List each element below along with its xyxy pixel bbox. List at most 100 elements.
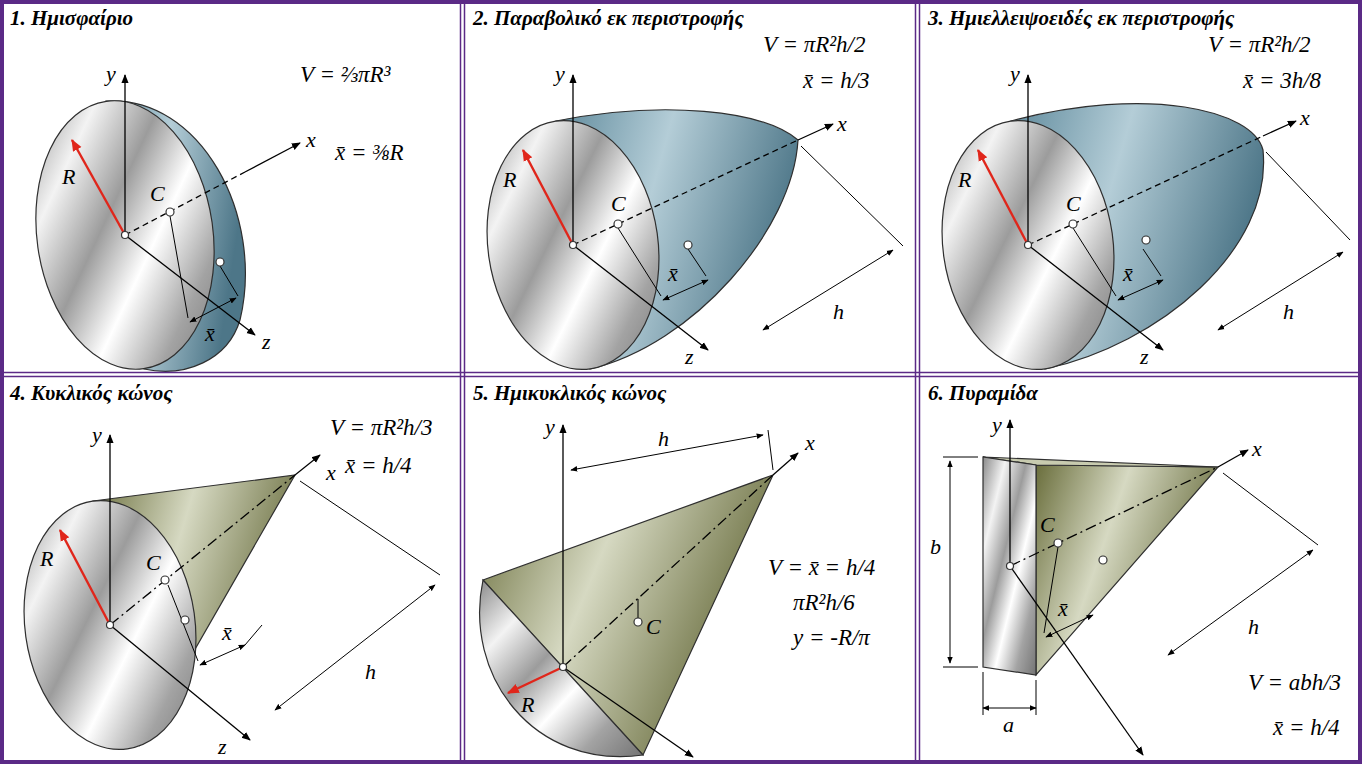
formula: V = πR²h/2 bbox=[1208, 32, 1311, 58]
dimension-label: h bbox=[833, 300, 844, 323]
axis-line bbox=[1009, 420, 1010, 566]
dimension-label: x̄ bbox=[222, 621, 232, 644]
axis-label: y bbox=[106, 62, 116, 85]
formula: V = x̄ = h/4 bbox=[768, 555, 875, 581]
radius-arrow bbox=[523, 150, 573, 245]
point-label: C bbox=[646, 615, 661, 638]
dimension-label: x̄ bbox=[668, 262, 678, 285]
extension-line bbox=[801, 146, 903, 246]
extension-line bbox=[1044, 547, 1058, 633]
centroid-point bbox=[166, 208, 174, 216]
dimension-line bbox=[1118, 280, 1163, 300]
extension-line bbox=[983, 672, 984, 715]
surface-point bbox=[684, 241, 692, 249]
formula: x̄ = 3h/8 bbox=[1243, 68, 1321, 94]
extension-line bbox=[300, 481, 440, 575]
cone-figure bbox=[8, 435, 440, 761]
axis-line bbox=[1263, 121, 1296, 136]
panel: 6. ΠυραμίδαV = abh/3x̄ = h/4 bbox=[918, 375, 1362, 764]
axis-line bbox=[773, 453, 798, 475]
pyramid-figure bbox=[943, 420, 1318, 755]
surface-point bbox=[216, 258, 224, 266]
extension-line bbox=[168, 585, 198, 661]
axis-label: y bbox=[555, 62, 565, 85]
extension-line bbox=[245, 625, 262, 645]
extension-line bbox=[1266, 152, 1350, 240]
axis-label: z bbox=[1140, 345, 1149, 368]
axis-line bbox=[1028, 136, 1263, 245]
formula: V = ⅔πR³ bbox=[300, 62, 390, 88]
panel-divider bbox=[919, 0, 921, 764]
axis-line bbox=[245, 143, 300, 172]
dimension-line bbox=[763, 250, 893, 330]
radius-arrow bbox=[60, 530, 110, 625]
panel-title: 4. Κυκλικός κώνος bbox=[10, 381, 173, 405]
dimension-label: h bbox=[365, 660, 376, 683]
formula: x̄ = ⅜R bbox=[335, 140, 404, 166]
panel: 3. Ημιελλειψοειδές εκ περιστροφήςV = πR²… bbox=[918, 0, 1362, 372]
extension-line bbox=[1223, 473, 1318, 545]
dimension-line bbox=[950, 461, 951, 663]
axis-label: z bbox=[218, 735, 227, 758]
centroid-point bbox=[614, 220, 622, 228]
panel-title: 1. Ημισφαίριο bbox=[10, 6, 133, 30]
dimension-label: a bbox=[1003, 713, 1014, 736]
axis-line bbox=[125, 172, 245, 235]
extension-line bbox=[688, 249, 706, 276]
base-face bbox=[480, 580, 643, 757]
panel-title: 2. Παραβολικό εκ περιστροφής bbox=[473, 6, 744, 30]
centroid-point bbox=[634, 618, 642, 626]
panel-divider bbox=[0, 372, 1362, 374]
point-label: C bbox=[611, 192, 626, 215]
origin-point bbox=[122, 232, 129, 239]
centroid-point bbox=[1054, 539, 1062, 547]
dimension-label: R bbox=[521, 693, 534, 716]
hemisphere-figure bbox=[19, 75, 300, 381]
radius-arrow bbox=[72, 140, 125, 235]
dimension-label: b bbox=[930, 535, 941, 558]
panel-divider bbox=[464, 0, 466, 764]
axis-line bbox=[1218, 450, 1248, 467]
dimension-label: h bbox=[1248, 615, 1259, 638]
axis-line bbox=[1010, 566, 1143, 755]
dimension-line bbox=[190, 298, 236, 322]
axis-line bbox=[572, 75, 573, 245]
axis-line bbox=[1027, 75, 1028, 245]
point-label: C bbox=[150, 182, 165, 205]
leader-line bbox=[638, 599, 639, 618]
point-label: C bbox=[1066, 192, 1081, 215]
extension-line bbox=[943, 457, 978, 458]
dimension-label: x̄ bbox=[205, 322, 215, 345]
radius-arrow bbox=[978, 150, 1028, 245]
half-cone-figure bbox=[480, 425, 798, 757]
origin-point bbox=[570, 242, 577, 249]
axis-line bbox=[110, 625, 250, 740]
formula: x̄ = h/3 bbox=[803, 68, 870, 94]
point-label: C bbox=[146, 551, 161, 574]
axis-label: y bbox=[545, 415, 555, 438]
axis-label: y bbox=[992, 413, 1002, 436]
surface-point bbox=[1099, 556, 1107, 564]
extension-line bbox=[170, 216, 188, 318]
extension-line bbox=[768, 430, 773, 470]
surface-point bbox=[181, 616, 189, 624]
dimension-label: h bbox=[1283, 300, 1294, 323]
dimension-line bbox=[983, 708, 1036, 709]
dimension-label: R bbox=[958, 168, 971, 191]
extension-line bbox=[943, 667, 978, 668]
axis-label: z bbox=[262, 330, 271, 353]
formula: y = -R/π bbox=[793, 625, 870, 651]
axis-line bbox=[562, 425, 563, 667]
formula: πR²h/6 bbox=[793, 590, 855, 616]
panel: 5. Ημικυκλικός κώνοςV = x̄ = h/4πR²h/6y … bbox=[463, 375, 915, 764]
dimension-label: h bbox=[658, 427, 669, 450]
radius-arrow bbox=[508, 667, 563, 693]
panel: 4. Κυκλικός κώνοςV = πR²h/3x̄ = h/4 bbox=[0, 375, 460, 764]
origin-point bbox=[107, 622, 114, 629]
dimension-label: x̄ bbox=[1058, 597, 1068, 620]
axis-label: y bbox=[92, 423, 102, 446]
formula: V = πR²h/2 bbox=[763, 32, 866, 58]
